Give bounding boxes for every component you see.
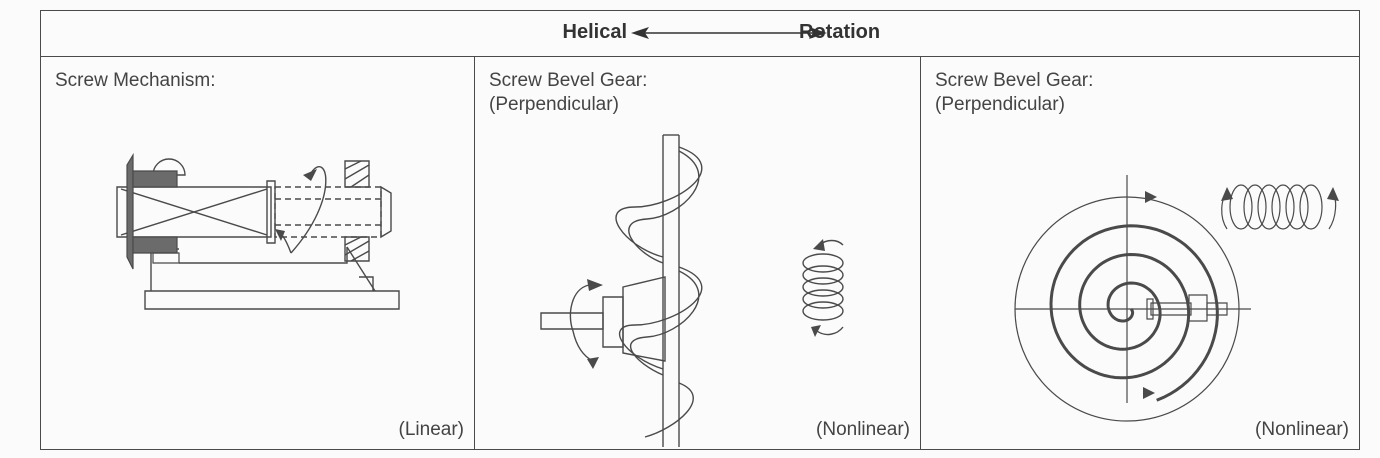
coil-icon — [803, 254, 843, 320]
header-label-helical: Helical — [562, 21, 627, 43]
panel-subtitle: (Perpendicular) — [489, 94, 619, 115]
helix-coil-icon — [1230, 185, 1322, 229]
bevel-pinion — [623, 277, 665, 361]
panel-title: Screw Bevel Gear: — [935, 70, 1094, 91]
bushing-bottom — [133, 237, 177, 253]
bushing-top — [133, 171, 177, 187]
right-support — [179, 247, 347, 263]
panel-screw-bevel-gear-1: Screw Bevel Gear: (Perpendicular) — [475, 57, 921, 449]
left-support — [151, 249, 179, 291]
threaded-section — [275, 187, 381, 237]
left-flange — [127, 155, 133, 269]
header-label-rotation: Rotation — [799, 21, 881, 43]
nut-bottom — [345, 237, 369, 261]
panel-title: Screw Mechanism: — [55, 70, 216, 91]
helix-blade — [616, 147, 702, 257]
panel-title: Screw Bevel Gear: — [489, 70, 648, 91]
panel-screw-bevel-gear-2: Screw Bevel Gear: (Perpendicular) — [921, 57, 1359, 449]
nut-top — [345, 161, 369, 187]
panel-note: (Nonlinear) — [1255, 419, 1349, 440]
diagram-frame: Helical Rotation Screw Mechanism: — [40, 10, 1360, 450]
collar — [267, 181, 275, 243]
screw-mechanism-drawing — [41, 57, 475, 449]
panel-screw-mechanism: Screw Mechanism: — [41, 57, 475, 449]
double-arrow-icon — [631, 27, 827, 39]
panel-note: (Linear) — [398, 419, 464, 440]
end-cap — [381, 187, 391, 237]
outer-circle — [1015, 197, 1239, 421]
screw-bevel-gear-drawing — [475, 57, 921, 449]
rotation-arrow — [291, 167, 326, 253]
spiral-pinion — [1189, 295, 1207, 321]
dome-knob — [153, 159, 185, 175]
base-plate — [145, 291, 399, 309]
diagram-header: Helical Rotation — [41, 11, 1359, 57]
panel-subtitle: (Perpendicular) — [935, 94, 1065, 115]
shaft — [117, 187, 271, 237]
spiral-gear-drawing — [921, 57, 1339, 449]
spiral-groove — [1051, 226, 1217, 400]
panel-note: (Nonlinear) — [816, 419, 910, 440]
